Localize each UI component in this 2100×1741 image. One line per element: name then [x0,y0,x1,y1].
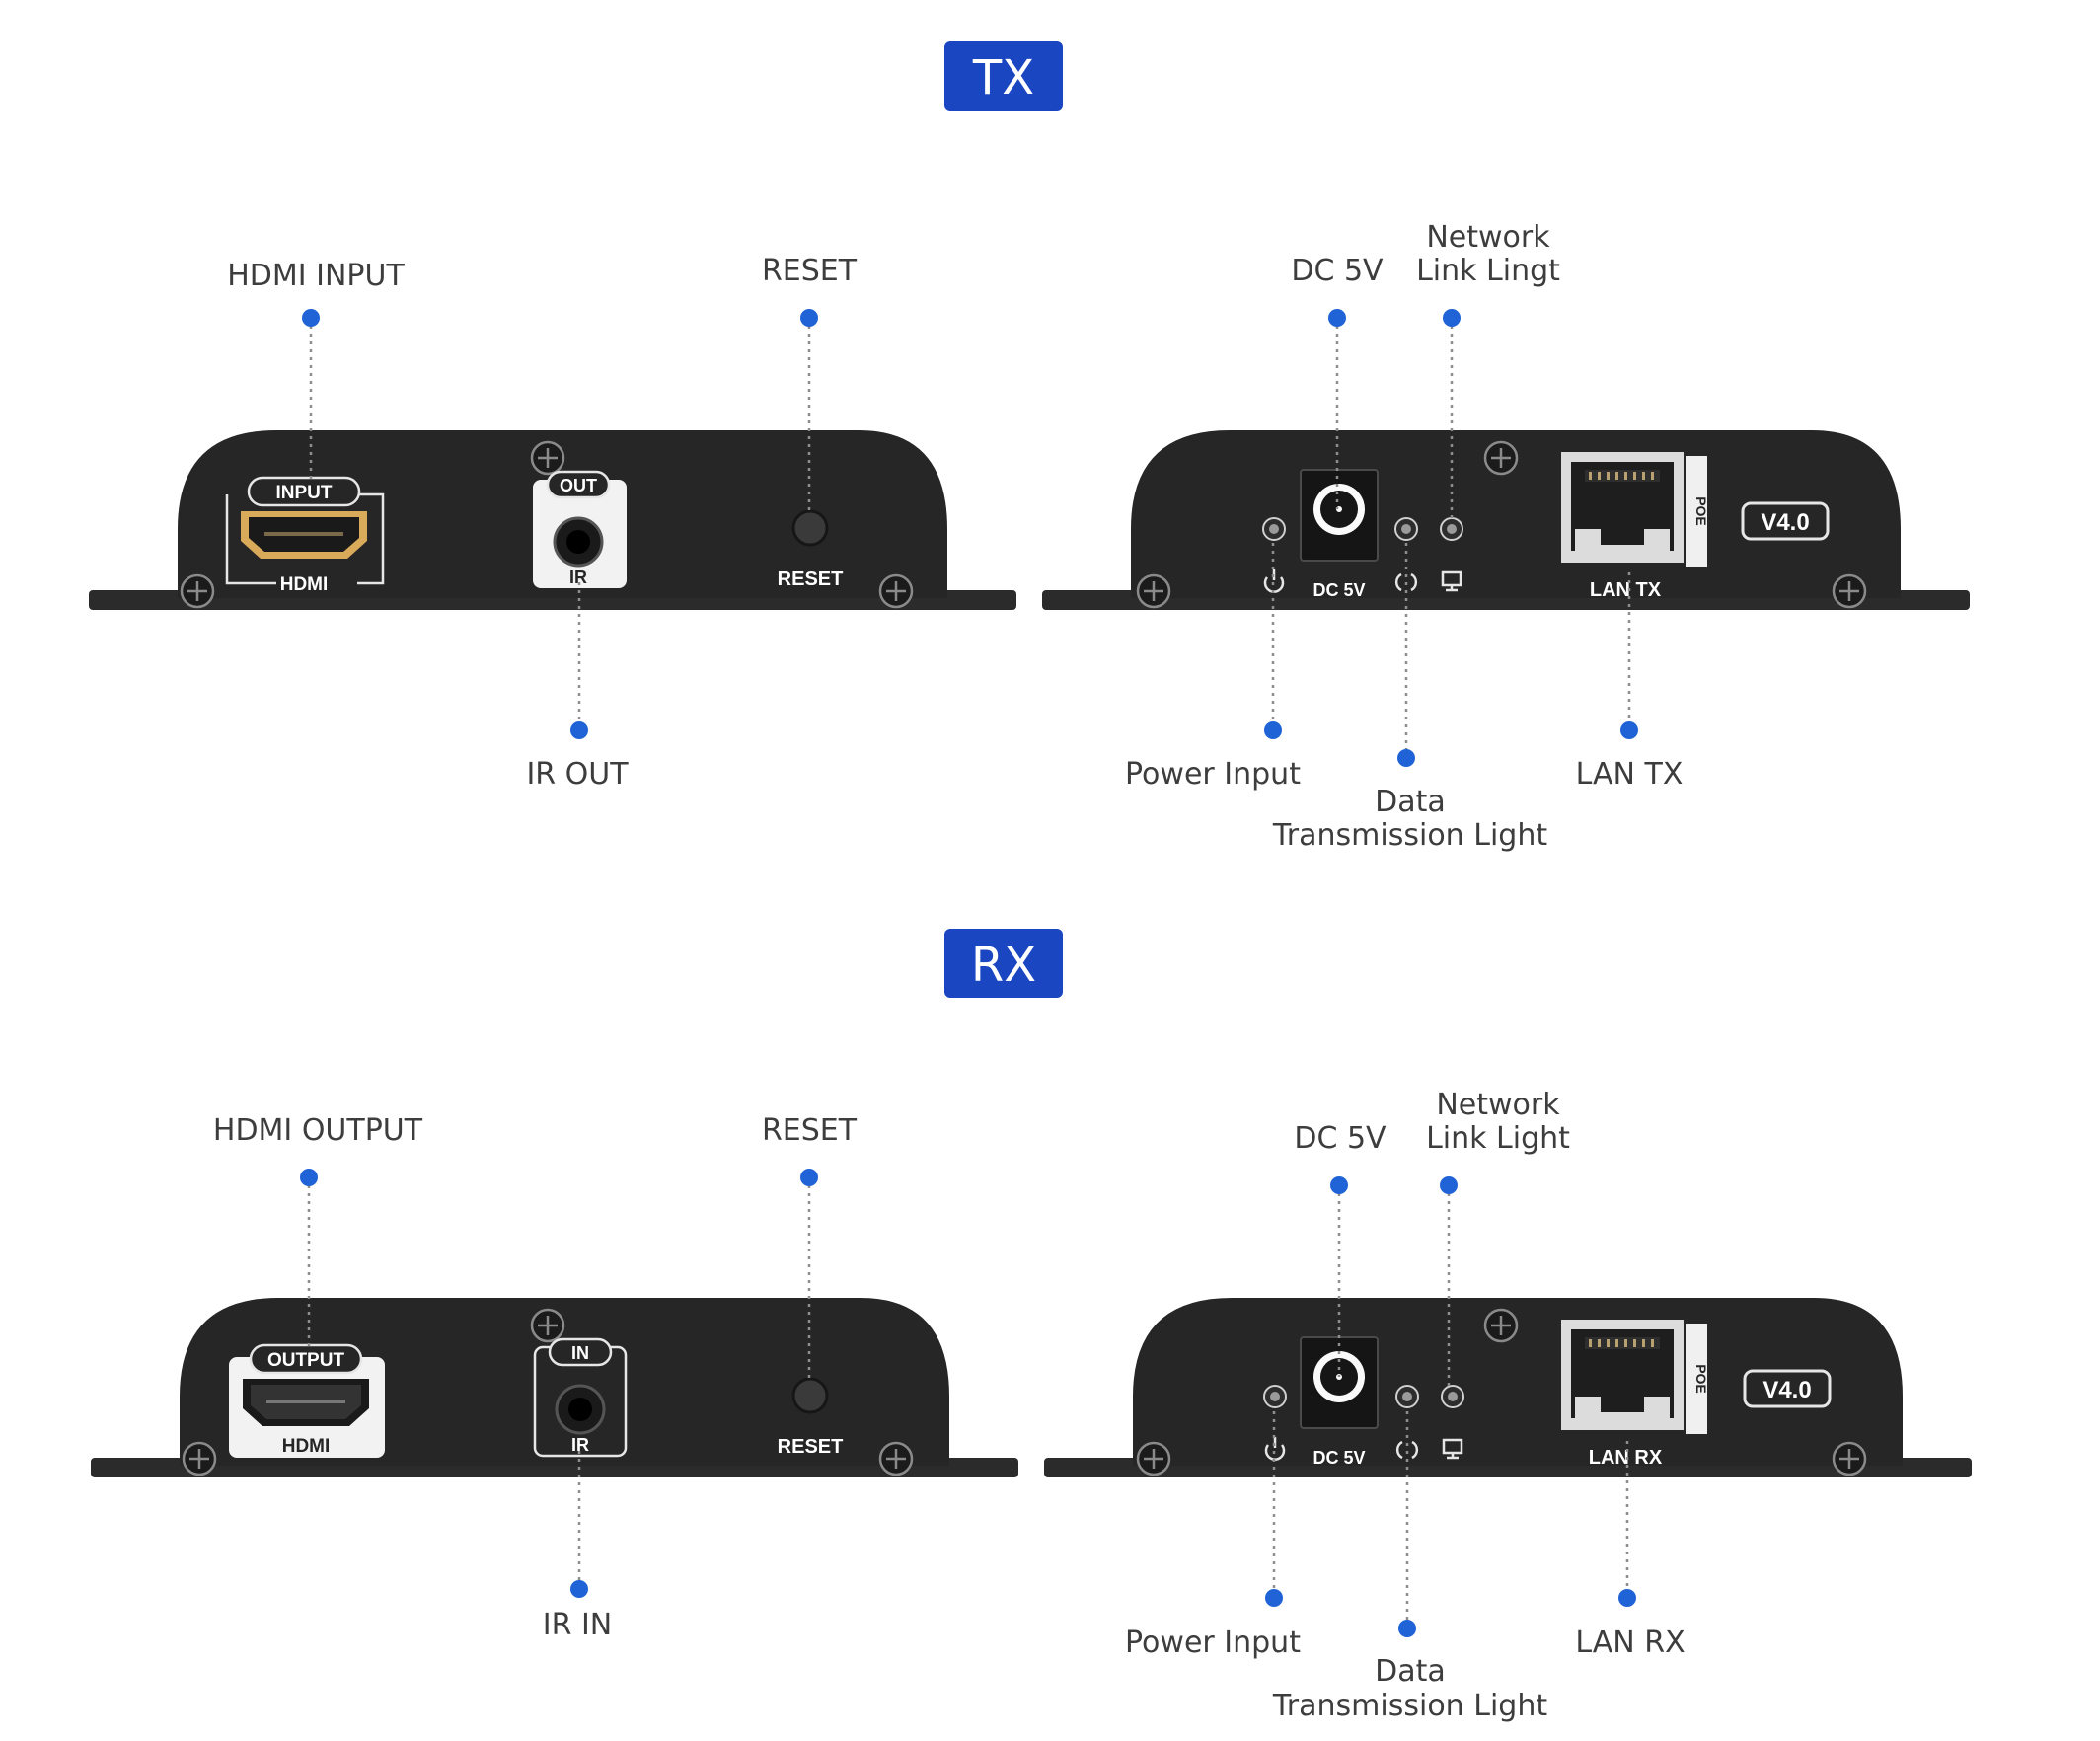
rx-dc-callout: DC 5V [1294,1121,1387,1156]
tx-reset-panel-label: RESET [778,568,844,590]
rx-dc-panel-label: DC 5V [1312,1448,1365,1468]
network-link-icon [1442,1438,1463,1460]
tx-version-badge: V4.0 [1741,501,1830,541]
rx-front-callouts: HDMI OUTPUT RESET IR IN [213,1113,858,1642]
tx-power-callout: Power Input [1125,757,1301,792]
rx-power-callout: Power Input [1125,1626,1301,1660]
tx-lan-callout: LAN TX [1576,757,1684,792]
tx-ir-out-callout: IR OUT [526,757,629,792]
data-transmission-icon [1394,572,1418,592]
tx-reset-button: RESET [778,509,844,590]
tx-dc-callout: DC 5V [1291,254,1384,288]
tx-lan-panel-label: LAN TX [1590,579,1662,601]
rx-reset-panel-label: RESET [778,1436,844,1458]
tx-ir-out-port: OUT IR [533,470,627,588]
rx-ir-in-port: IN IR [533,1337,628,1458]
rx-front-panel: OUTPUT HDMI IN IR RESET [91,1298,1018,1477]
rx-hdmi-bottom-label: HDMI [282,1436,331,1457]
rx-badge: RX [944,929,1063,998]
rx-ir-bottom-label: IR [571,1435,589,1455]
rx-ir-top-label: IN [571,1343,589,1363]
rx-network-callout-2: Link Light [1426,1121,1570,1156]
tx-rear-panel: DC 5V [1042,430,1970,610]
tx-badge-label: TX [972,50,1034,106]
tx-ir-top-label: OUT [560,476,597,495]
tx-version-label: V4.0 [1761,509,1809,536]
tx-hdmi-input-port: INPUT HDMI [225,476,385,595]
rx-lan-panel-label: LAN RX [1589,1447,1663,1469]
rx-poe-label: POE [1693,1364,1709,1394]
network-link-icon [1441,570,1462,592]
tx-dc-jack: DC 5V [1300,469,1379,600]
rx-lan-callout: LAN RX [1575,1626,1685,1660]
tx-hdmi-bottom-label: HDMI [280,574,329,595]
rx-data-callout-2: Transmission Light [1272,1689,1547,1723]
tx-front-panel: INPUT HDMI OUT IR RESET [89,430,1016,610]
rx-ir-in-callout: IR IN [543,1608,613,1642]
rx-version-label: V4.0 [1762,1377,1811,1403]
tx-data-callout-2: Transmission Light [1272,818,1547,853]
rx-badge-label: RX [971,938,1036,993]
rx-section: RX OUTPUT HDMI IN [91,929,1972,1723]
rx-hdmi-top-label: OUTPUT [267,1350,345,1371]
tx-badge: TX [944,41,1063,111]
tx-lan-port: POE LAN TX [1561,452,1709,601]
tx-dc-panel-label: DC 5V [1312,580,1365,600]
tx-network-callout-1: Network [1426,220,1550,255]
tx-poe-label: POE [1693,496,1709,526]
rx-reset-button: RESET [778,1377,844,1458]
rx-hdmi-output-callout: HDMI OUTPUT [213,1113,423,1148]
tx-reset-callout: RESET [762,254,858,288]
rx-version-badge: V4.0 [1743,1369,1832,1408]
rx-network-callout-1: Network [1436,1088,1560,1122]
tx-front-callouts: HDMI INPUT RESET IR OUT [227,254,858,792]
tx-hdmi-input-callout: HDMI INPUT [227,259,405,293]
data-transmission-icon [1395,1440,1419,1460]
rx-rear-panel: DC 5V [1044,1298,1972,1477]
rx-hdmi-output-port: OUTPUT HDMI [229,1343,385,1458]
tx-data-callout-1: Data [1375,785,1446,819]
tx-section: TX INPUT HDMI OUT [89,41,1970,853]
rx-rear-callouts: DC 5V Network Link Light Power Input Dat… [1125,1088,1686,1723]
rx-lan-port: POE LAN RX [1561,1320,1709,1469]
tx-rear-callouts: DC 5V Network Link Lingt Power Input Dat… [1125,220,1683,853]
tx-hdmi-top-label: INPUT [276,483,333,503]
tx-network-callout-2: Link Lingt [1416,254,1560,288]
rx-reset-callout: RESET [762,1113,858,1148]
tx-ir-bottom-label: IR [569,568,587,587]
rx-data-callout-1: Data [1375,1654,1446,1689]
